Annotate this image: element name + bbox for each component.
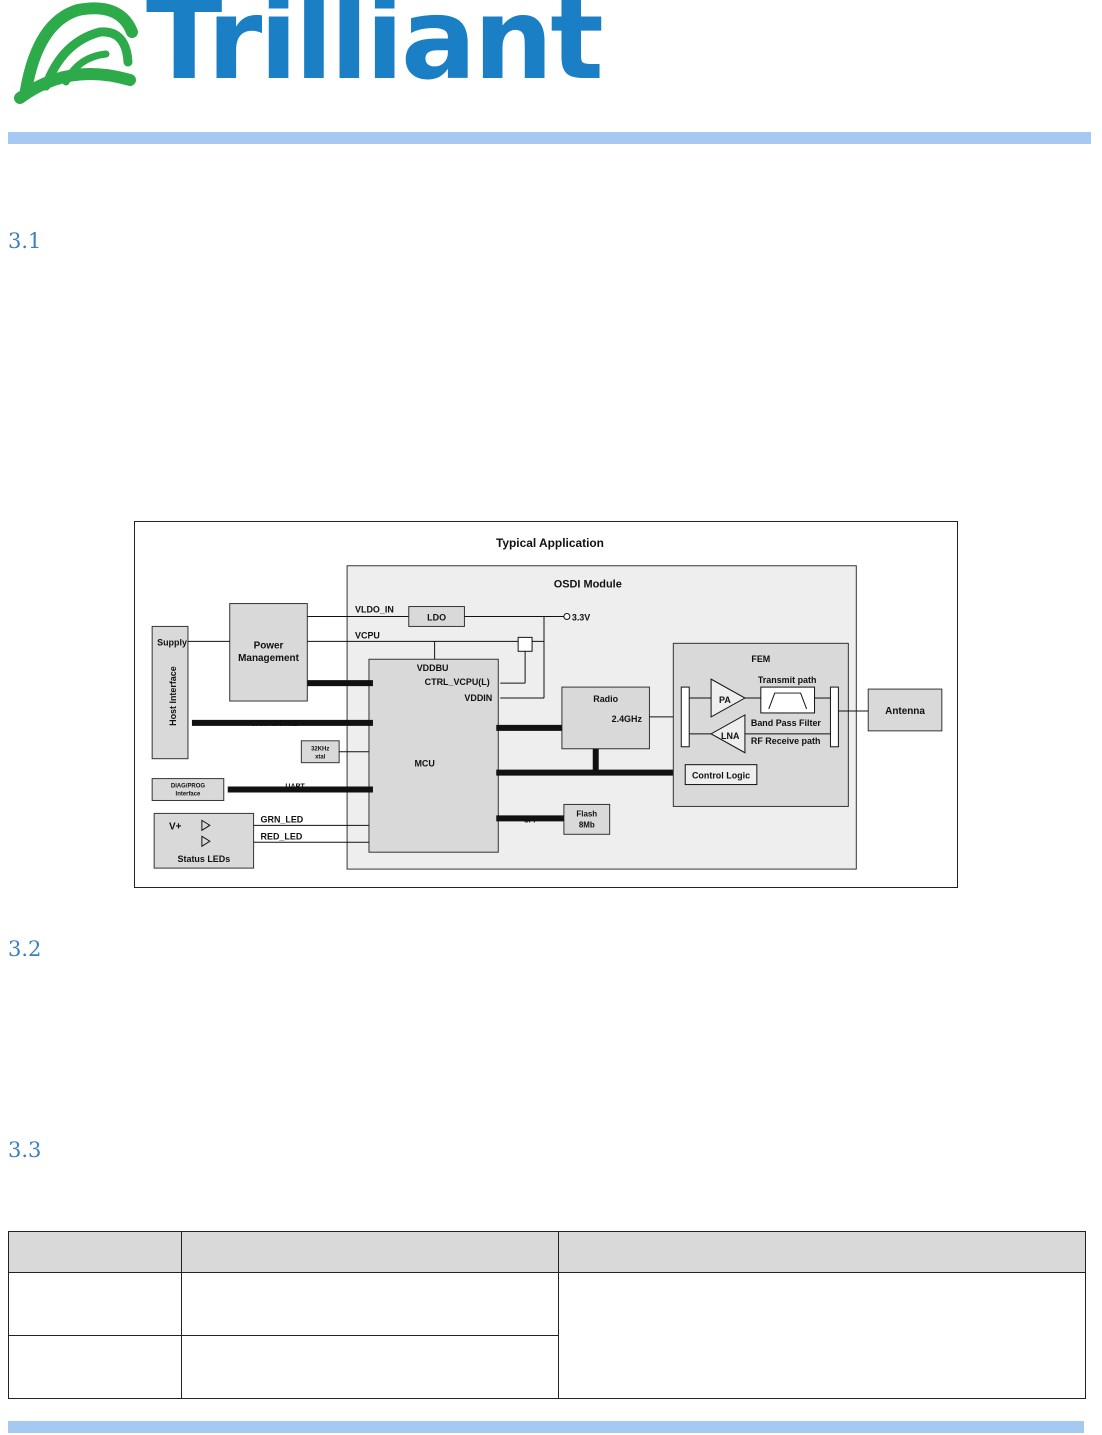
diag-line2: Interface	[176, 792, 202, 798]
osdi-module-title: OSDI Module	[554, 579, 622, 591]
table-cell	[181, 1272, 559, 1336]
antenna-label: Antenna	[885, 706, 925, 717]
brand-name: Trilliant	[146, 0, 604, 105]
transmit-path-label: Transmit path	[758, 675, 817, 685]
power-mgmt-line2: Management	[238, 653, 299, 664]
table-cell	[181, 1335, 559, 1399]
radio-label: Radio	[593, 694, 618, 704]
table-header-cell	[558, 1231, 1086, 1273]
spi-bus-label: SPI	[524, 817, 535, 824]
uart-ctrl-bus-label: UART & CTRL	[251, 721, 298, 728]
table-cell	[8, 1272, 182, 1336]
lna-label: LNA	[721, 731, 740, 741]
mcu-label: MCU	[414, 759, 434, 769]
section-3-3-number: 3.3	[8, 1138, 42, 1162]
table-header-cell	[8, 1231, 182, 1273]
footer-rule	[8, 1421, 1084, 1433]
control-logic-box	[684, 764, 758, 786]
antenna-box	[867, 688, 943, 732]
trilliant-logo-mark	[14, 2, 138, 104]
power-mgmt-line1: Power	[254, 640, 284, 651]
grn-led-label: GRN_LED	[261, 814, 304, 824]
led-diode-icons	[201, 819, 211, 848]
diag-prog-box	[151, 778, 225, 801]
trilliant-logo: Trilliant	[8, 0, 604, 106]
status-leds-label: Status LEDs	[178, 854, 231, 864]
ghz-label: 2.4GHz	[612, 714, 643, 724]
block-diagram: Typical Application OSDI Module Supply H…	[134, 521, 958, 888]
vplus-label: V+	[169, 821, 182, 832]
mcu-box	[368, 658, 499, 853]
v33-label: 3.3V	[572, 612, 590, 622]
vddin-label: VDDIN	[464, 693, 492, 703]
table-header-row	[8, 1231, 1086, 1273]
fem-switch-right	[829, 686, 839, 748]
flash-line1: Flash	[576, 809, 597, 818]
block-diagram-svg: Typical Application OSDI Module Supply H…	[151, 536, 943, 870]
band-pass-label: Band Pass Filter	[751, 718, 822, 728]
radio-box	[561, 686, 650, 750]
uart-bus-label: UART	[285, 784, 305, 791]
table-cell	[558, 1272, 1086, 1399]
spec-table	[8, 1231, 1086, 1399]
fem-switch-left	[680, 686, 690, 748]
table-row	[8, 1272, 1086, 1399]
vldo-in-label: VLDO_IN	[355, 605, 394, 615]
table-row	[8, 1335, 1086, 1399]
red-led-label: RED_LED	[261, 831, 303, 841]
control-logic-label: Control Logic	[692, 771, 750, 781]
table-header-cell	[181, 1231, 559, 1273]
host-interface-label: Host Interface	[168, 666, 178, 726]
table-cell	[8, 1335, 182, 1399]
xtal-line1: 32KHz	[311, 747, 329, 753]
xtal-line2: xtal	[315, 755, 326, 761]
host-interface-box	[151, 625, 189, 760]
power-management-box	[229, 603, 308, 702]
flash-line2: 8Mb	[579, 820, 595, 829]
ctrl-bus-label: CTRL	[331, 681, 350, 688]
supply-label: Supply	[157, 637, 187, 647]
band-pass-filter-icon	[768, 692, 808, 710]
ctrl-vcpu-label: CTRL_VCPU(L)	[425, 677, 490, 687]
vcpu-label: VCPU	[355, 630, 380, 640]
vddbu-label: VDDBU	[417, 663, 449, 673]
status-leds-box	[153, 812, 255, 869]
diag-line1: DIAG/PROG	[171, 784, 205, 790]
fem-label: FEM	[751, 654, 770, 664]
power-switch-icon	[517, 636, 533, 652]
pa-label: PA	[719, 695, 731, 705]
rf-receive-label: RF Receive path	[751, 736, 821, 746]
section-3-1-number: 3.1	[8, 229, 42, 253]
diagram-title: Typical Application	[496, 536, 604, 550]
header-rule	[8, 132, 1091, 144]
band-pass-filter-box	[760, 686, 816, 714]
v33-terminal	[563, 613, 571, 620]
flash-box	[563, 803, 611, 835]
ldo-label: LDO	[427, 612, 446, 622]
section-3-2-number: 3.2	[8, 937, 42, 961]
